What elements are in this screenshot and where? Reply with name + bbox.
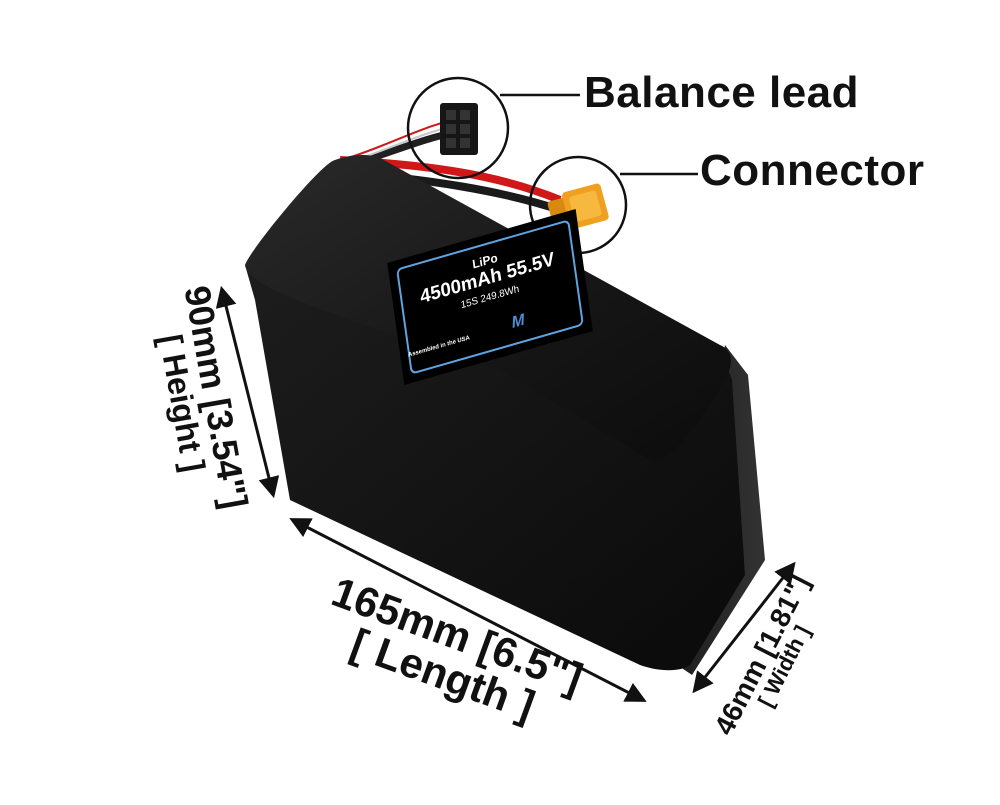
height-arrow	[215, 285, 280, 499]
width-arrow	[692, 561, 796, 694]
balance-lead-callout	[406, 76, 580, 180]
brand-logo: M	[510, 311, 526, 333]
balance-lead-label: Balance lead	[584, 68, 860, 117]
connector-label: Connector	[700, 146, 925, 195]
length-arrow	[289, 518, 647, 702]
balance-plug	[440, 103, 478, 155]
